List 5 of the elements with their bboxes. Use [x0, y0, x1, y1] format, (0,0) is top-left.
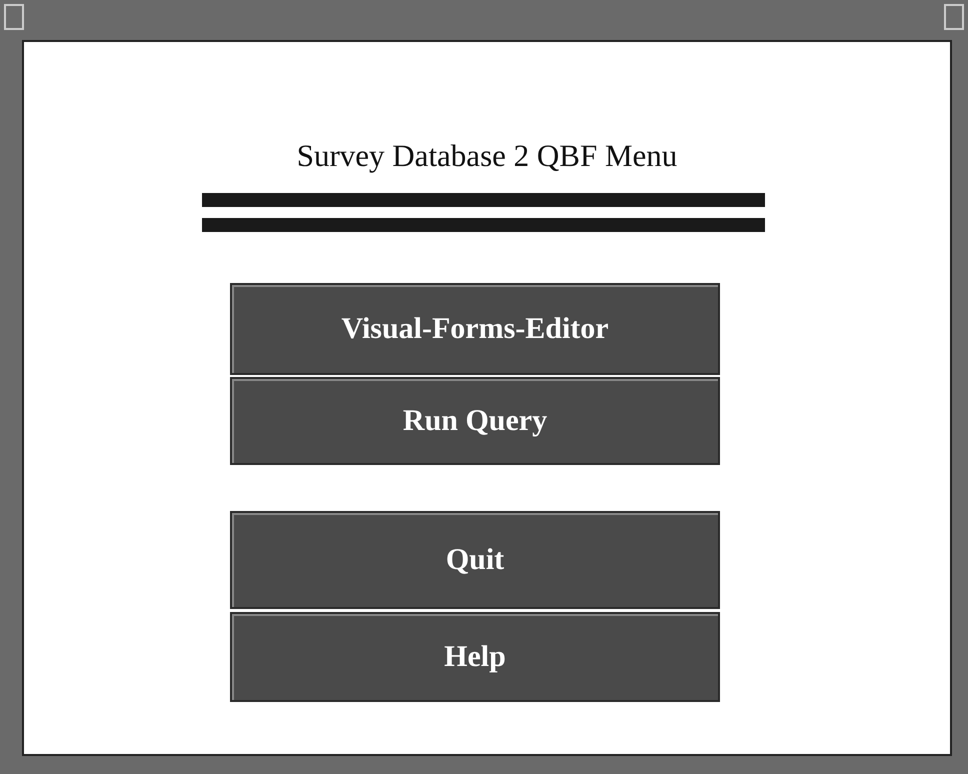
menu-button: Help	[230, 612, 720, 702]
menu-button: Quit	[230, 511, 720, 609]
menu-button: Visual-Forms-Editor	[230, 283, 720, 375]
menu-button: Run Query	[230, 377, 720, 465]
menu-title: Survey Database 2 QBF Menu	[296, 138, 678, 174]
